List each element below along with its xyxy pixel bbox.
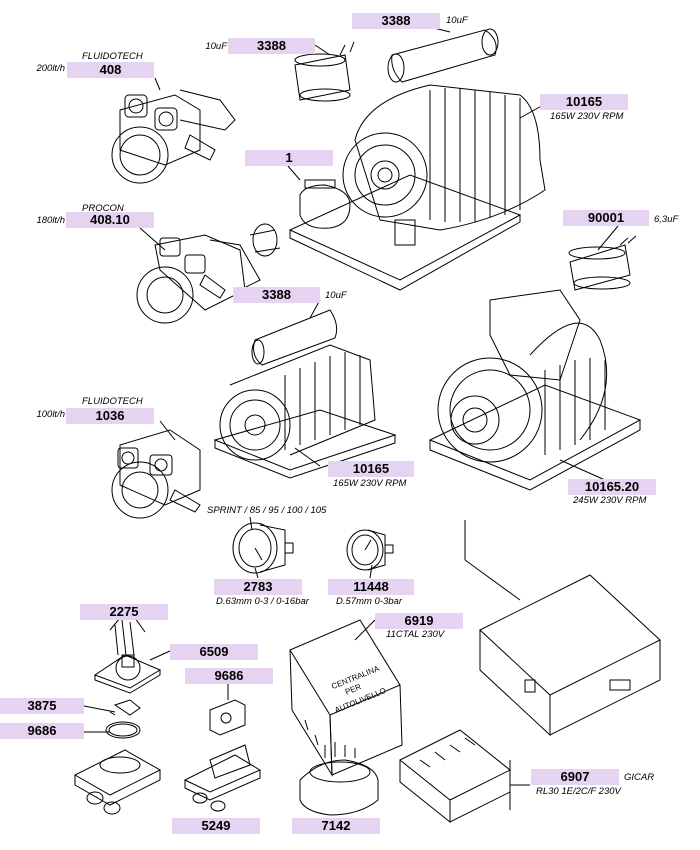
motor-top-drawing xyxy=(288,84,546,291)
flowmeter-code: 2275 xyxy=(80,604,168,620)
pump408-code: 408 xyxy=(67,62,154,78)
cap-small-code: 3388 xyxy=(228,38,315,54)
capacitor-small-drawing xyxy=(294,41,355,102)
pump-40810-drawing xyxy=(136,223,281,324)
pump408-flow: 200lt/h xyxy=(36,63,65,74)
ctrl-spec: 11CTAL 230V xyxy=(386,629,445,640)
relay-code: 6907 xyxy=(531,769,619,785)
motor1-code: 10165 xyxy=(540,94,628,110)
clip-drawing xyxy=(299,179,351,229)
electronic-box-drawing xyxy=(479,574,661,737)
gauge2-spec: D.57mm 0-3bar xyxy=(336,596,402,607)
motor2-spec: 165W 230V RPM xyxy=(333,478,407,489)
part-3875-drawing xyxy=(109,699,141,716)
pump1036-brand: FLUIDOTECH xyxy=(82,396,143,407)
gauge-11448-drawing xyxy=(346,529,394,571)
flowmeter-2275-drawing xyxy=(93,619,162,694)
part6509-code: 6509 xyxy=(170,644,258,660)
clip-code: 1 xyxy=(245,150,333,166)
part5249-code: 5249 xyxy=(172,818,260,834)
motor-large-drawing xyxy=(428,289,642,491)
gauge1-code: 2783 xyxy=(214,579,302,595)
pump1036-code: 1036 xyxy=(66,408,154,424)
cap-small-note: 10uF xyxy=(205,41,227,52)
gauge-2783-drawing xyxy=(232,522,294,574)
cap3-note: 10uF xyxy=(325,290,347,301)
part9686b-code: 9686 xyxy=(0,723,84,739)
part-7142-drawing xyxy=(299,742,379,816)
cap-top-code: 3388 xyxy=(352,13,440,29)
pump40810-code: 408.10 xyxy=(66,212,154,228)
relay-spec: RL30 1E/2C/F 230V xyxy=(536,786,621,797)
gauge2-code: 11448 xyxy=(328,579,414,595)
control-box-6919-drawing xyxy=(289,619,403,777)
motor2-code: 10165 xyxy=(328,461,414,477)
part9686a-code: 9686 xyxy=(185,668,273,684)
motor3-code: 10165.20 xyxy=(568,479,656,495)
flowmeter-body-drawing xyxy=(73,749,162,815)
pump40810-flow: 180lt/h xyxy=(36,215,65,226)
motor3-spec: 245W 230V RPM xyxy=(573,495,647,506)
motor-middle-drawing xyxy=(213,309,397,479)
pump-408-drawing xyxy=(111,89,236,184)
relay-brand: GICAR xyxy=(624,772,655,783)
pump408-brand: FLUIDOTECH xyxy=(82,51,143,62)
oring-9686-drawing xyxy=(105,721,141,739)
ctrl-code: 6919 xyxy=(375,613,463,629)
capacitor-90001-drawing xyxy=(568,235,637,291)
part3875-code: 3875 xyxy=(0,698,84,714)
part7142-code: 7142 xyxy=(292,818,380,834)
pump40810-brand: PROCON xyxy=(82,203,124,214)
cap3-code: 3388 xyxy=(233,287,320,303)
gauge-models: SPRINT / 85 / 95 / 100 / 105 xyxy=(207,505,327,516)
motor1-spec: 165W 230V RPM xyxy=(550,111,624,122)
part-5249-drawing xyxy=(183,744,262,812)
relay-6907-drawing xyxy=(399,729,511,824)
connector-9686-drawing xyxy=(209,699,246,736)
gauge1-spec: D.63mm 0-3 / 0-16bar xyxy=(216,596,309,607)
cap-top-note: 10uF xyxy=(446,15,468,26)
cap2-code: 90001 xyxy=(563,210,649,226)
pump-1036-drawing xyxy=(111,429,201,519)
capacitor-large-drawing xyxy=(387,28,499,83)
cap2-note: 6,3uF xyxy=(654,214,679,225)
pump1036-flow: 100lt/h xyxy=(36,409,65,420)
